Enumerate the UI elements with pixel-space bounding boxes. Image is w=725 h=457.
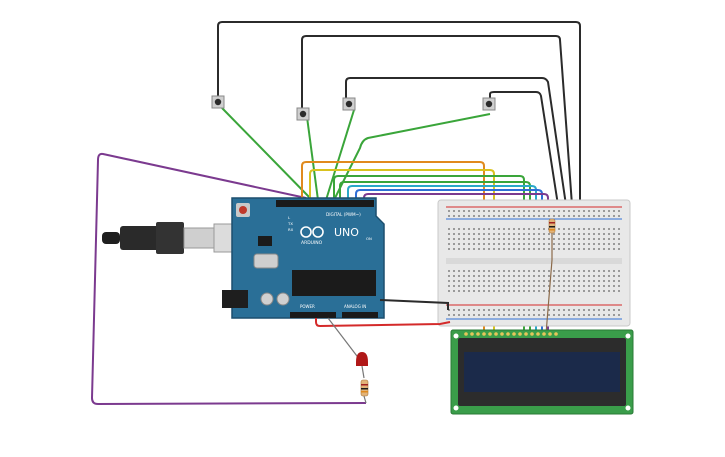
push-button-3[interactable]: [342, 97, 356, 111]
breadboard[interactable]: [437, 199, 631, 327]
lcd-pin-header: [464, 332, 558, 336]
l-label: L: [288, 215, 291, 220]
digital-label: DIGITAL (PWM~): [326, 212, 361, 217]
resistor-led[interactable]: [360, 379, 369, 404]
wire-green-2[interactable]: [306, 116, 319, 201]
wire-blue-lcd[interactable]: [355, 189, 543, 334]
tx-label: TX: [287, 221, 293, 226]
arduino-uno-board[interactable]: UNO ARDUINO DIGITAL (PWM~) POWER ANALOG …: [102, 197, 385, 319]
atmega-chip: [292, 270, 376, 296]
wire-green-4[interactable]: [333, 113, 491, 201]
push-button-2[interactable]: [296, 107, 310, 121]
led-red[interactable]: [327, 317, 368, 379]
digital-header: [276, 200, 374, 207]
analog-header: [342, 312, 378, 318]
power-label: POWER: [300, 304, 315, 309]
wire-black-3[interactable]: [345, 77, 567, 206]
wire-yellow[interactable]: [309, 169, 495, 334]
wire-green-1[interactable]: [221, 107, 313, 201]
wire-black-2[interactable]: [301, 35, 573, 206]
arduino-brand-text: ARDUINO: [301, 240, 323, 246]
power-wires: [315, 299, 451, 328]
arduino-logo: [300, 226, 324, 238]
wire-red-5v[interactable]: [315, 318, 451, 328]
button-ground-wires: [217, 21, 581, 206]
analog-label: ANALOG IN: [344, 304, 366, 309]
wire-cyan-lcd[interactable]: [347, 185, 537, 334]
power-header: [290, 312, 336, 318]
wire-orange[interactable]: [301, 161, 485, 334]
push-button-1[interactable]: [211, 95, 225, 109]
push-button-4[interactable]: [482, 97, 496, 111]
wire-green-lcd-1[interactable]: [333, 175, 525, 334]
rx-label: RX: [288, 227, 294, 232]
breadboard-holes: [448, 210, 620, 316]
on-label: ON: [366, 236, 372, 241]
wire-green-3[interactable]: [325, 109, 355, 201]
wire-potential[interactable]: [545, 233, 553, 335]
button-signal-wires: [221, 107, 491, 201]
uno-logo-text: UNO: [334, 226, 359, 239]
wire-black-1[interactable]: [217, 21, 581, 205]
wire-purple[interactable]: [90, 152, 367, 406]
lcd-display[interactable]: [450, 329, 634, 415]
wire-purple-lcd[interactable]: [363, 193, 549, 334]
lcd-data-wires: [301, 161, 549, 334]
lcd-screen: [464, 352, 620, 392]
wire-black-4[interactable]: [489, 91, 559, 206]
wire-green-lcd-2[interactable]: [339, 181, 531, 334]
resistor-breadboard[interactable]: [548, 218, 556, 234]
wire-black-gnd[interactable]: [379, 299, 449, 310]
